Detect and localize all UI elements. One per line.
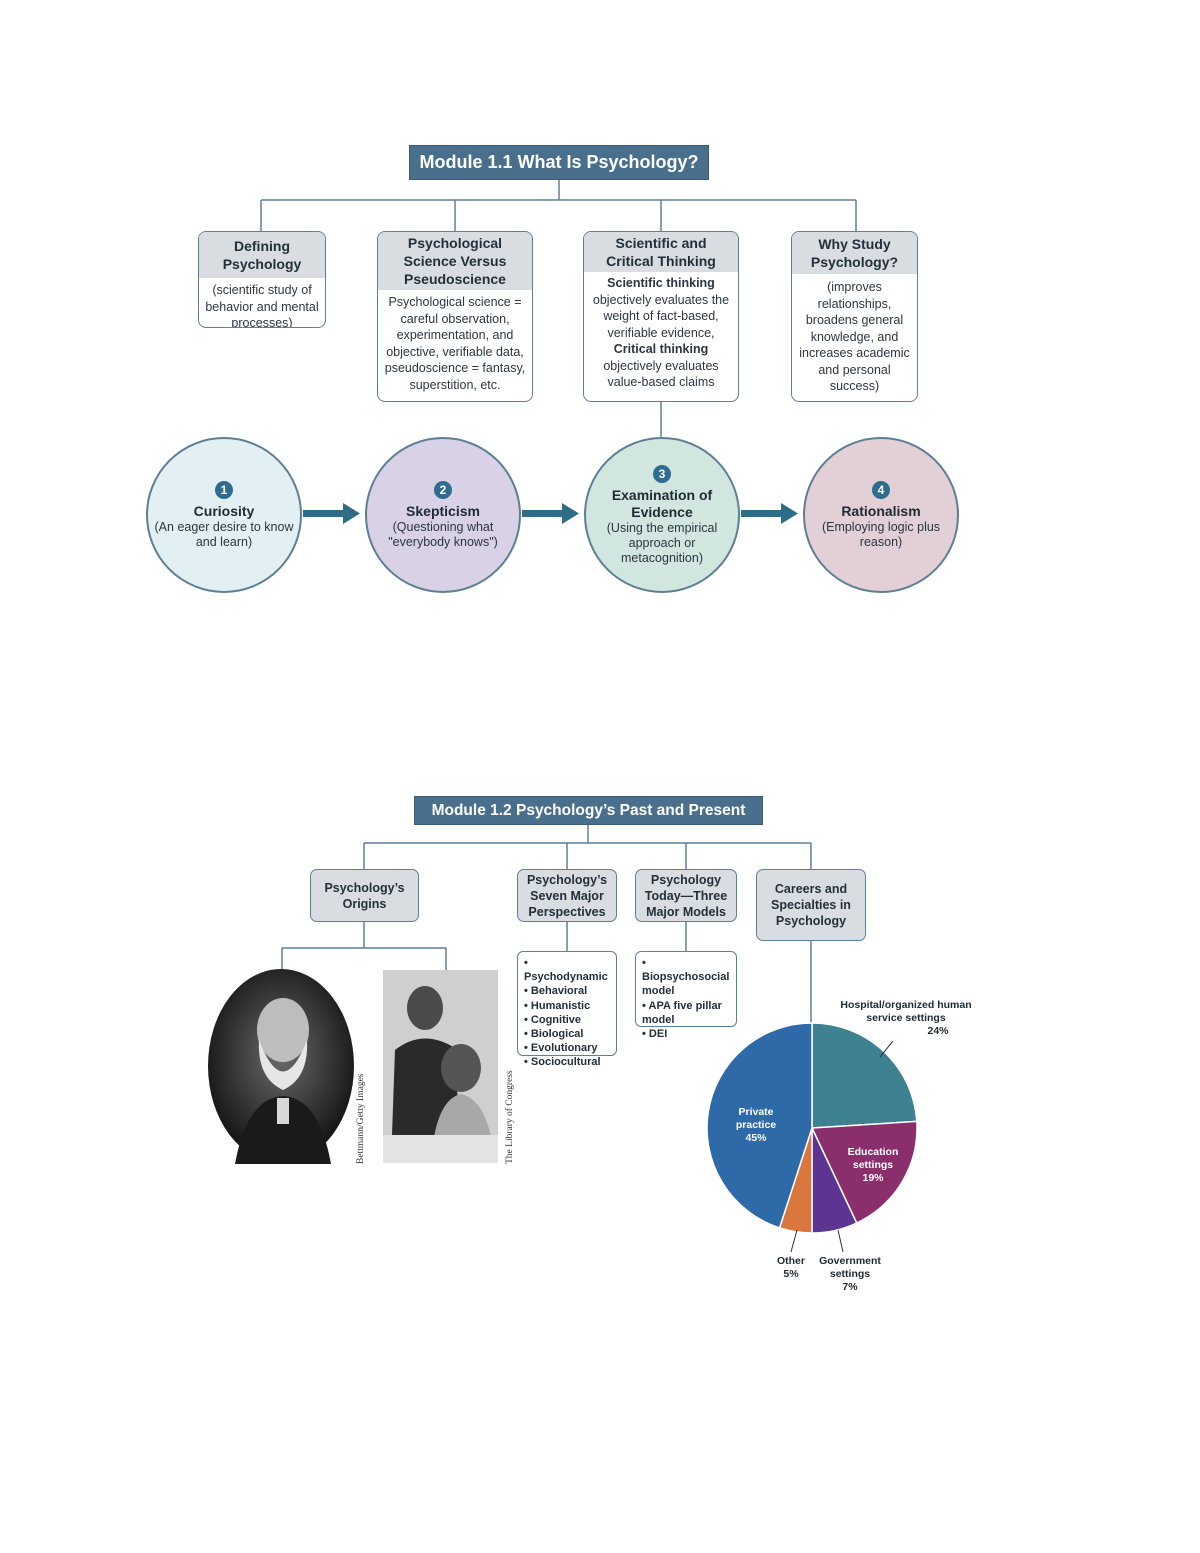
pie-leader-line bbox=[837, 1229, 844, 1253]
step-desc: (Questioning what "everybody knows") bbox=[388, 519, 498, 549]
pie-label-name: Hospital/organized human service setting… bbox=[840, 999, 972, 1024]
box-careers-specialties: Careers and Specialties in Psychology bbox=[756, 869, 866, 941]
step-number: 3 bbox=[653, 464, 671, 483]
list-item: APA five pillar model bbox=[642, 999, 732, 1027]
step-desc: (Using the empirical approach or metacog… bbox=[606, 520, 718, 565]
step-title: Curiosity bbox=[193, 502, 255, 519]
pie-slice-private-practice bbox=[706, 1022, 813, 1229]
step-desc: (An eager desire to know and learn) bbox=[154, 519, 294, 549]
box-defining-psychology: Defining Psychology (scientific study of… bbox=[198, 231, 326, 328]
box-title: Why Study Psychology? bbox=[792, 232, 917, 274]
pie-label-name: Private practice bbox=[735, 1106, 777, 1131]
step-title: Examination of Evidence bbox=[611, 486, 713, 520]
step-curiosity: 1 Curiosity (An eager desire to know and… bbox=[146, 437, 302, 593]
list-item: Biopsychosocial model bbox=[642, 956, 732, 999]
box-why-study-psychology: Why Study Psychology? (improves relation… bbox=[791, 231, 918, 402]
models-list: Biopsychosocial model APA five pillar mo… bbox=[635, 951, 737, 1040]
desc-scientific-thinking: objectively evaluates the weight of fact… bbox=[592, 292, 730, 340]
pie-leader-line bbox=[790, 1229, 798, 1253]
pie-label-value: 7% bbox=[842, 1281, 858, 1293]
list-item: Evolutionary bbox=[524, 1041, 612, 1055]
box-psychology-origins: Psychology’s Origins bbox=[310, 869, 419, 922]
box-science-vs-pseudoscience: Psychological Science Versus Pseudoscien… bbox=[377, 231, 533, 402]
pie-label-hospital: Hospital/organized human service setting… bbox=[838, 999, 974, 1038]
module-2-title: Module 1.2 Psychology’s Past and Present bbox=[414, 796, 763, 825]
portrait-photo-1 bbox=[208, 969, 354, 1164]
list-item: Behavioral bbox=[524, 984, 612, 998]
step-rationalism: 4 Rationalism (Employing logic plus reas… bbox=[803, 437, 959, 593]
pie-label-government: Government settings 7% bbox=[812, 1255, 888, 1294]
pie-label-value: 45% bbox=[745, 1132, 767, 1144]
pie-label-other: Other 5% bbox=[772, 1255, 810, 1281]
term-critical-thinking: Critical thinking bbox=[613, 342, 709, 356]
box-scientific-critical-thinking: Scientific and Critical Thinking Scienti… bbox=[583, 231, 739, 402]
list-item: Cognitive bbox=[524, 1013, 612, 1027]
step-number: 1 bbox=[215, 480, 233, 499]
perspectives-list: Psychodynamic Behavioral Humanistic Cogn… bbox=[517, 951, 617, 1068]
box-title: Defining Psychology bbox=[199, 232, 325, 278]
list-item: Biological bbox=[524, 1027, 612, 1041]
step-title: Skepticism bbox=[406, 502, 480, 519]
pie-label-name: Other bbox=[776, 1255, 805, 1267]
desc-critical-thinking: objectively evaluates value-based claims bbox=[603, 358, 719, 390]
step-skepticism: 2 Skepticism (Questioning what "everybod… bbox=[365, 437, 521, 593]
list-item: Psychodynamic bbox=[524, 956, 612, 984]
term-scientific-thinking: Scientific thinking bbox=[607, 276, 715, 290]
pie-label-name: Education settings bbox=[847, 1146, 899, 1171]
pie-label-education: Education settings 19% bbox=[840, 1146, 906, 1185]
step-number: 2 bbox=[434, 480, 452, 499]
pie-slice-hospital-organized-human-service-settings bbox=[811, 1022, 918, 1129]
pie-leader-line bbox=[879, 1040, 894, 1058]
list-item: DEI bbox=[642, 1027, 732, 1041]
pie-slice-education-settings bbox=[810, 1120, 918, 1225]
box-desc: (scientific study of behavior and mental… bbox=[205, 283, 319, 328]
pie-label-value: 5% bbox=[783, 1268, 799, 1280]
portrait-photo-2 bbox=[383, 970, 498, 1163]
box-three-major-models: Psychology Today—Three Major Models bbox=[635, 869, 737, 922]
box-seven-perspectives: Psychology’s Seven Major Perspectives bbox=[517, 869, 617, 922]
pie-label-value: 19% bbox=[862, 1172, 884, 1184]
box-desc: (improves relationships, broadens genera… bbox=[799, 280, 910, 393]
step-title: Rationalism bbox=[841, 502, 921, 519]
step-number: 4 bbox=[872, 480, 890, 499]
box-desc: Psychological science = careful observat… bbox=[384, 295, 526, 392]
module-1-title: Module 1.1 What Is Psychology? bbox=[409, 145, 709, 180]
list-item: Sociocultural bbox=[524, 1055, 612, 1069]
box-title: Psychological Science Versus Pseudoscien… bbox=[378, 232, 532, 290]
pie-label-private-practice: Private practice 45% bbox=[726, 1106, 786, 1145]
box-title: Scientific and Critical Thinking bbox=[584, 232, 738, 272]
step-examination-of-evidence: 3 Examination of Evidence (Using the emp… bbox=[584, 437, 740, 593]
box-desc: Scientific thinking objectively evaluate… bbox=[584, 272, 738, 394]
pie-label-value: 24% bbox=[927, 1025, 949, 1037]
step-desc: (Employing logic plus reason) bbox=[821, 519, 941, 549]
list-item: Humanistic bbox=[524, 999, 612, 1013]
pie-label-name: Government settings bbox=[819, 1255, 881, 1280]
